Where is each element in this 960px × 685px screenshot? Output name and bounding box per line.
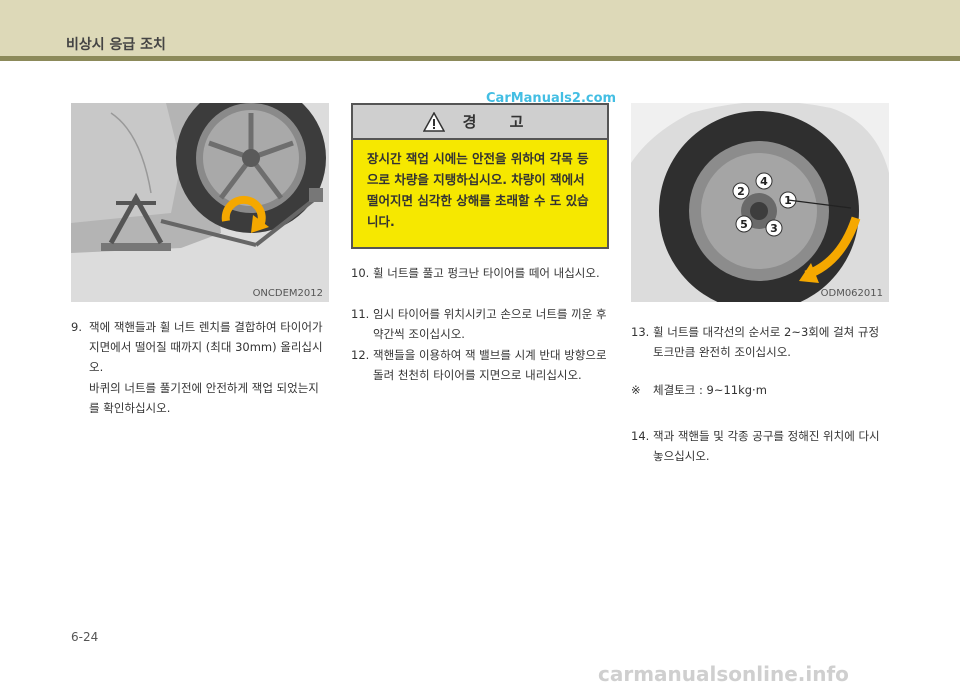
step-text: 휠 너트를 풀고 펑크난 타이어를 떼어 내십시오. <box>373 266 600 280</box>
step-9-note: 바퀴의 너트를 풀기전에 안전하게 잭업 되었는지를 확인하십시오. <box>71 378 329 418</box>
torque-note: ※ 체결토크 : 9~11kg·m <box>631 380 893 400</box>
step-13: 13. 휠 너트를 대각선의 순서로 2~3회에 걸쳐 규정 토크만큼 완전히 … <box>631 322 893 362</box>
lug-label: 4 <box>760 175 768 188</box>
lug-label: 2 <box>737 185 745 198</box>
step-10: 10. 휠 너트를 풀고 펑크난 타이어를 떼어 내십시오. <box>351 263 613 283</box>
lug-label: 5 <box>740 218 748 231</box>
step-text: 휠 너트를 대각선의 순서로 2~3회에 걸쳐 규정 토크만큼 완전히 조이십시… <box>653 325 880 359</box>
warning-title: 경 고 <box>462 113 538 131</box>
step-9: 9. 잭에 잭핸들과 휠 너트 렌치를 결합하여 타이어가 지면에서 떨어질 때… <box>71 317 329 377</box>
warning-text: 장시간 잭업 시에는 안전을 위하여 각목 등으로 차량을 지탱하십시오. 차량… <box>367 151 589 229</box>
lug-label: 3 <box>770 222 778 235</box>
warning-triangle-icon <box>422 111 445 132</box>
warning-header: 경 고 <box>353 105 607 140</box>
step-number: 11. <box>351 307 370 321</box>
step-number: 10. <box>351 266 370 280</box>
figure-caption: ONCDEM2012 <box>252 288 323 299</box>
jack-illustration: ONCDEM2012 <box>71 103 329 302</box>
wheel-illustration: 1 2 3 4 5 ODM062011 <box>631 103 889 302</box>
page-number: 6-24 <box>71 630 99 644</box>
step-text: 잭에 잭핸들과 휠 너트 렌치를 결합하여 타이어가 지면에서 떨어질 때까지 … <box>89 320 323 374</box>
step-text: 임시 타이어를 위치시키고 손으로 너트를 끼운 후 약간씩 조이십시오. <box>373 307 607 341</box>
step-text: 잭핸들을 이용하여 잭 밸브를 시계 반대 방향으로 돌려 천천히 타이어를 지… <box>373 348 607 382</box>
step-number: 12. <box>351 348 370 362</box>
step-number: 9. <box>71 320 82 334</box>
header-bar <box>0 0 960 56</box>
step-number: 13. <box>631 325 650 339</box>
step-number: 14. <box>631 429 650 443</box>
watermark-top: CarManuals2.com <box>486 91 617 106</box>
warning-box: 경 고 장시간 잭업 시에는 안전을 위하여 각목 등으로 차량을 지탱하십시오… <box>351 103 609 249</box>
jack-drawing <box>71 103 329 302</box>
step-text: 바퀴의 너트를 풀기전에 안전하게 잭업 되었는지를 확인하십시오. <box>89 381 319 415</box>
figure-caption: ODM062011 <box>820 288 883 299</box>
note-mark: ※ <box>631 383 641 397</box>
wheel-drawing: 1 2 3 4 5 <box>631 103 889 302</box>
step-text: 잭과 잭핸들 및 각종 공구를 정해진 위치에 다시 놓으십시오. <box>653 429 880 463</box>
step-14: 14. 잭과 잭핸들 및 각종 공구를 정해진 위치에 다시 놓으십시오. <box>631 426 893 466</box>
watermark-bottom: carmanualsonline.info <box>598 662 849 685</box>
header-rule <box>0 56 960 61</box>
step-11: 11. 임시 타이어를 위치시키고 손으로 너트를 끼운 후 약간씩 조이십시오… <box>351 304 613 344</box>
step-12: 12. 잭핸들을 이용하여 잭 밸브를 시계 반대 방향으로 돌려 천천히 타이… <box>351 345 613 385</box>
section-title: 비상시 응급 조치 <box>66 37 166 53</box>
note-text: 체결토크 : 9~11kg·m <box>653 383 767 397</box>
